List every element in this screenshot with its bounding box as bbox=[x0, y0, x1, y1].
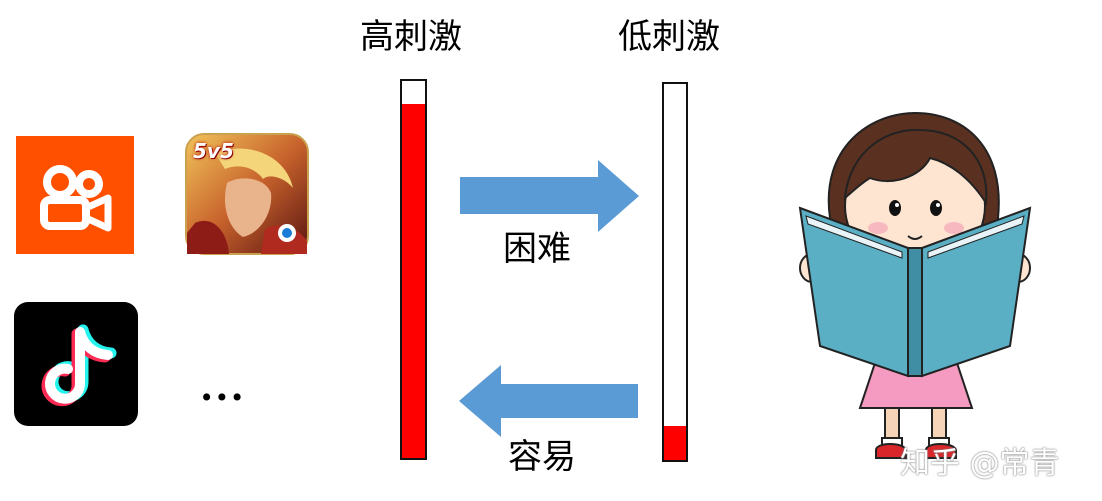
difficult-label: 困难 bbox=[503, 229, 571, 269]
easy-label: 容易 bbox=[508, 437, 576, 477]
girl-reading-illustration bbox=[798, 111, 1032, 459]
badge-5v5: 5v5 bbox=[193, 139, 234, 163]
ellipsis-text: ... bbox=[200, 364, 246, 409]
arrow-right-icon bbox=[460, 160, 639, 232]
low-stimulus-label: 低刺激 bbox=[618, 17, 720, 57]
kuaishou-icon bbox=[16, 136, 134, 254]
high-stimulus-fill bbox=[402, 103, 425, 458]
high-stimulus-bar bbox=[400, 79, 427, 460]
arrow-left-icon bbox=[459, 365, 638, 437]
honor-of-kings-icon: 5v5 bbox=[185, 133, 309, 255]
watermark-text: 知乎 @常青 bbox=[900, 446, 1060, 481]
tiktok-icon bbox=[14, 302, 138, 426]
high-stimulus-label: 高刺激 bbox=[360, 17, 462, 57]
low-stimulus-bar bbox=[662, 82, 688, 462]
low-stimulus-fill bbox=[664, 426, 686, 460]
